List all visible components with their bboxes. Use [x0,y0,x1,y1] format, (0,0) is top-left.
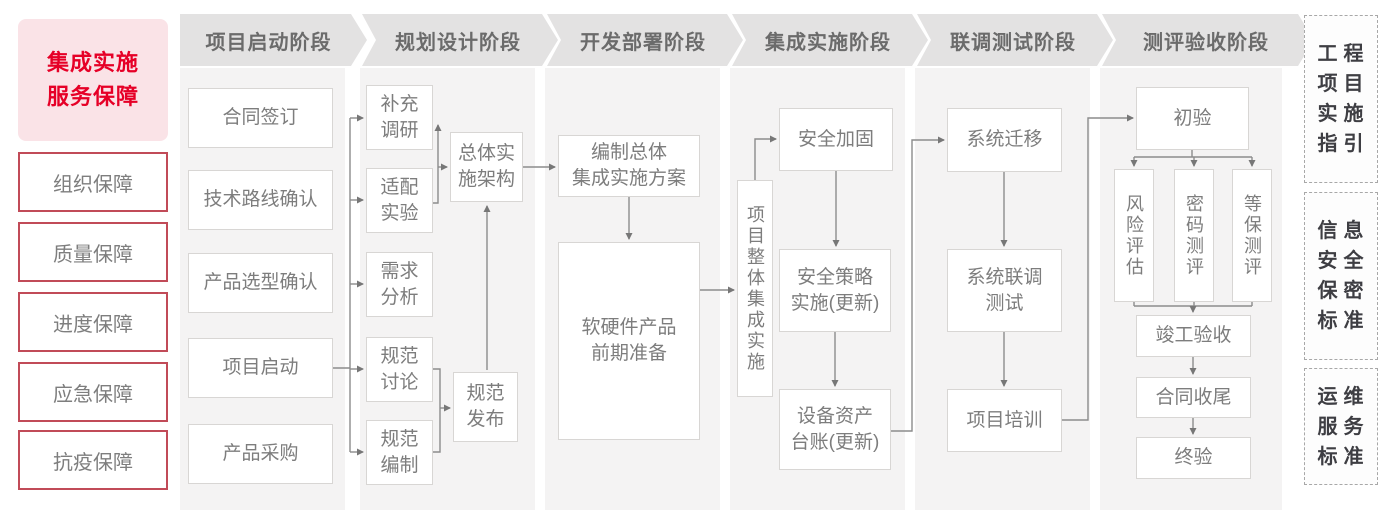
node-spec-drafting: 规范 编制 [366,420,433,485]
node-overall-integration-plan: 编制总体 集成实施方案 [558,135,700,197]
node-overall-architecture: 总体实 施架构 [450,132,523,202]
legend-item-emergency: 应急保障 [18,362,168,422]
node-joint-debug-test: 系统联调 测试 [947,249,1062,332]
standard-ops-service: 运维 服务 标准 [1304,368,1378,485]
node-classified-protection-evaluation: 等保测评 [1232,169,1272,302]
node-product-procurement: 产品采购 [188,424,333,484]
legend-item-schedule: 进度保障 [18,292,168,352]
node-product-selection-confirm: 产品选型确认 [188,253,333,313]
node-supplementary-research: 补充 调研 [366,85,433,150]
phase-header-acceptance: 测评验收阶段 [1102,14,1314,66]
node-contract-closure: 合同收尾 [1136,377,1251,418]
node-asset-ledger-update: 设备资产 台账(更新) [779,389,891,470]
node-project-training: 项目培训 [947,389,1062,452]
node-completion-acceptance: 竣工验收 [1136,315,1251,357]
standard-project-implementation-guide: 工程 项目 实施 指引 [1304,15,1378,183]
node-contract-signing: 合同签订 [188,88,333,148]
node-initial-acceptance: 初验 [1136,87,1249,150]
node-overall-integration-implementation: 项目整体集成实施 [737,180,773,397]
phase-header-deploy: 开发部署阶段 [547,14,743,66]
phase-header-kickoff: 项目启动阶段 [180,14,367,66]
standard-info-security-confidentiality: 信息 安全 保密 标准 [1304,192,1378,360]
node-spec-discussion: 规范 讨论 [366,337,433,402]
phase-header-implement: 集成实施阶段 [732,14,928,66]
node-project-kickoff: 项目启动 [188,338,333,398]
phase-header-planning: 规划设计阶段 [362,14,558,66]
node-final-acceptance: 终验 [1136,437,1251,479]
legend-item-organization: 组织保障 [18,152,168,212]
legend-item-epidemic: 抗疫保障 [18,430,168,490]
node-hw-sw-preparation: 软硬件产品 前期准备 [558,242,700,440]
node-tech-route-confirm: 技术路线确认 [188,170,333,230]
node-requirement-analysis: 需求 分析 [366,252,433,317]
node-security-hardening: 安全加固 [779,108,893,171]
node-risk-assessment: 风险评估 [1114,169,1154,302]
node-security-policy-update: 安全策略 实施(更新) [779,249,891,332]
legend-item-quality: 质量保障 [18,222,168,282]
node-crypto-evaluation: 密码测评 [1174,169,1214,302]
node-system-migration: 系统迁移 [947,108,1062,172]
legend-title-integration-service: 集成实施 服务保障 [18,19,168,141]
node-spec-release: 规范 发布 [453,372,518,442]
phase-header-jointtest: 联调测试阶段 [917,14,1113,66]
node-adaptation-test: 适配 实验 [366,168,433,233]
